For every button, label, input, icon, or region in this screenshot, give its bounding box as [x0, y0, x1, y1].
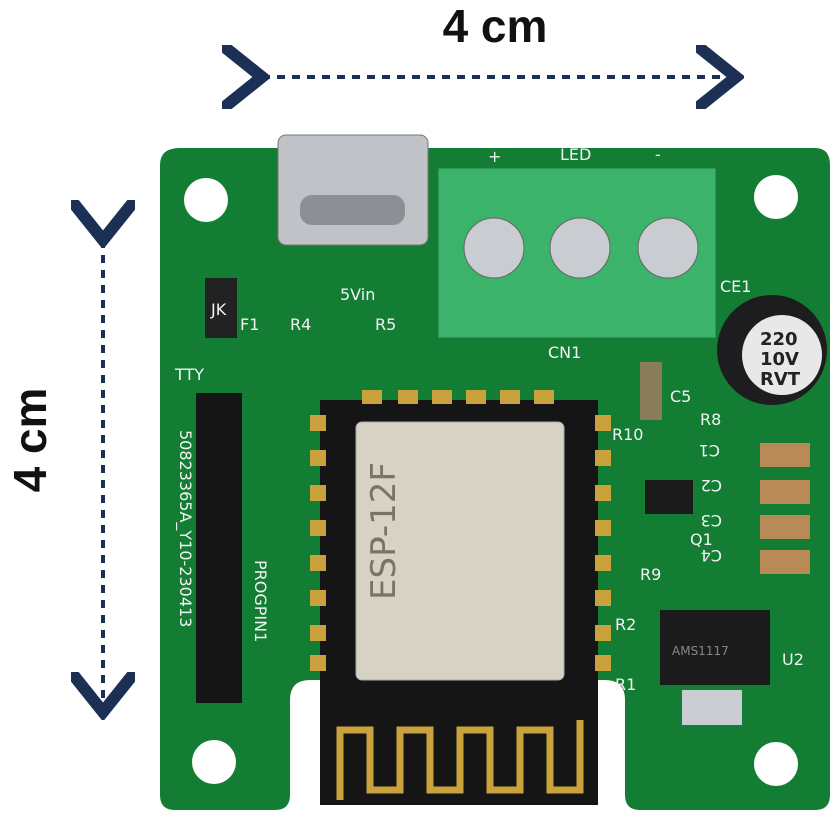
- silk-plus: +: [488, 147, 501, 166]
- silk-q1: Q1: [690, 530, 713, 549]
- silk-r1: R1: [615, 675, 636, 694]
- mount-hole: [754, 175, 798, 219]
- regulator-label: AMS1117: [672, 644, 729, 658]
- mount-hole: [754, 742, 798, 786]
- silk-jk: JK: [210, 300, 227, 319]
- width-label: 4 cm: [443, 0, 548, 52]
- silk-ce1: CE1: [720, 277, 751, 296]
- transistor-q1: [645, 480, 693, 514]
- mount-hole: [184, 178, 228, 222]
- silk-c5: C5: [670, 387, 691, 406]
- silk-r8: R8: [700, 410, 721, 429]
- silk-led: LED: [560, 145, 591, 164]
- silk-c2: C2: [701, 476, 722, 495]
- mount-hole: [192, 740, 236, 784]
- silk-r9: R9: [640, 565, 661, 584]
- silk-c4: C4: [701, 546, 722, 565]
- silk-tty: TTY: [174, 365, 204, 384]
- silk-r2: R2: [615, 615, 636, 634]
- cap-text-1: 220: [760, 329, 798, 350]
- silk-c1: C1: [699, 441, 720, 460]
- usb-c-connector: [277, 134, 429, 246]
- esp-shield: [355, 421, 565, 681]
- capacitor-c5: [640, 362, 662, 420]
- silk-minus: -: [655, 145, 661, 164]
- height-label: 4 cm: [4, 388, 56, 493]
- fuse: [205, 278, 237, 338]
- silk-cn1: CN1: [548, 343, 581, 362]
- regulator-tab: [682, 690, 742, 725]
- antenna-trace: [336, 720, 584, 800]
- silk-r5: R5: [375, 315, 396, 334]
- pin-header: [196, 393, 242, 703]
- silk-5vin: 5Vin: [340, 285, 375, 304]
- silk-progpin1: PROGPIN1: [251, 560, 270, 642]
- silk-f1: F1: [240, 315, 259, 334]
- silk-serial: 50823365A_Y10-230413: [175, 430, 195, 627]
- silk-u2: U2: [782, 650, 804, 669]
- cap-text-2: 10V: [760, 349, 799, 370]
- module-label: ESP-12F: [364, 462, 404, 600]
- regulator-u2: [660, 610, 770, 685]
- cap-text-3: RVT: [760, 369, 801, 390]
- silk-r4: R4: [290, 315, 311, 334]
- smd-capacitors: [760, 443, 810, 574]
- silk-c3: C3: [701, 511, 722, 530]
- silk-r10: R10: [612, 425, 643, 444]
